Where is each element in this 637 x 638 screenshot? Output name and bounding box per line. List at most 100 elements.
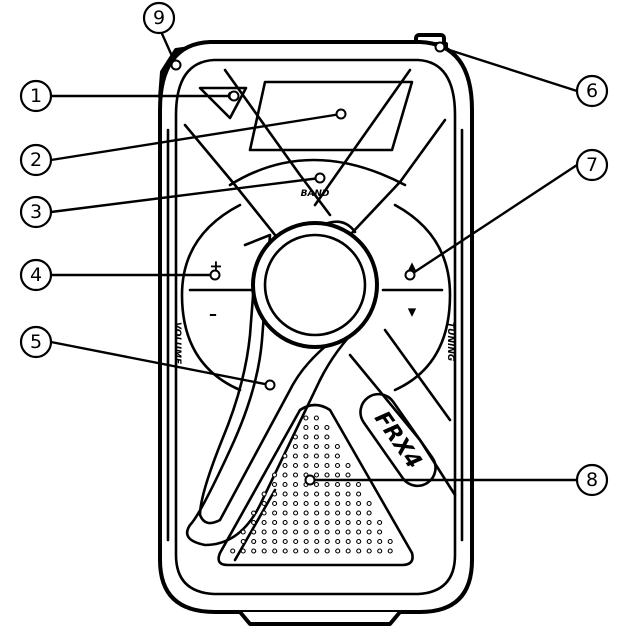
speaker-hole xyxy=(304,530,308,534)
speaker-hole xyxy=(273,492,277,496)
speaker-hole xyxy=(336,540,340,544)
speaker-hole xyxy=(294,521,298,525)
speaker-hole xyxy=(314,454,318,458)
callout-1: 1 xyxy=(21,81,51,111)
svg-text:4: 4 xyxy=(30,264,42,286)
callout-4: 4 xyxy=(21,260,51,290)
speaker-hole xyxy=(314,426,318,430)
speaker-hole xyxy=(357,540,361,544)
speaker-hole xyxy=(325,464,329,468)
svg-text:9: 9 xyxy=(153,7,165,29)
speaker-hole xyxy=(283,530,287,534)
speaker-hole xyxy=(388,540,392,544)
speaker-hole xyxy=(304,454,308,458)
speaker-hole xyxy=(304,511,308,515)
speaker-hole xyxy=(273,483,277,487)
speaker-hole xyxy=(346,521,350,525)
speaker-hole xyxy=(273,521,277,525)
speaker-hole xyxy=(231,549,235,553)
speaker-hole xyxy=(357,511,361,515)
speaker-hole xyxy=(314,435,318,439)
svg-text:8: 8 xyxy=(586,469,598,491)
speaker-hole xyxy=(315,464,319,468)
speaker-hole xyxy=(262,530,266,534)
speaker-hole xyxy=(336,530,340,534)
svg-text:6: 6 xyxy=(586,80,598,102)
speaker-hole xyxy=(252,511,256,515)
speaker-hole xyxy=(346,492,350,496)
speaker-hole xyxy=(283,511,287,515)
speaker-hole xyxy=(367,511,371,515)
speaker-hole xyxy=(325,530,329,534)
volume-label: VOLUME xyxy=(172,322,182,365)
speaker-hole xyxy=(357,521,361,525)
speaker-hole xyxy=(315,549,319,553)
speaker-hole xyxy=(294,549,298,553)
speaker-hole xyxy=(346,511,350,515)
speaker-hole xyxy=(262,511,266,515)
speaker-hole xyxy=(283,549,287,553)
speaker-hole xyxy=(283,540,287,544)
speaker-hole xyxy=(294,464,298,468)
speaker-hole xyxy=(325,511,329,515)
speaker-hole xyxy=(335,445,339,449)
speaker-hole xyxy=(252,549,256,553)
speaker-hole xyxy=(325,445,329,449)
speaker-hole xyxy=(336,492,340,496)
speaker-hole xyxy=(252,540,256,544)
speaker-hole xyxy=(294,483,298,487)
svg-text:3: 3 xyxy=(30,201,42,223)
callout-2: 2 xyxy=(21,145,51,175)
speaker-hole xyxy=(252,530,256,534)
crank-hub-outer[interactable] xyxy=(253,223,377,347)
speaker-hole xyxy=(304,521,308,525)
speaker-hole xyxy=(378,540,382,544)
speaker-hole xyxy=(304,549,308,553)
speaker-hole xyxy=(294,502,298,506)
speaker-hole xyxy=(294,511,298,515)
speaker-hole xyxy=(262,492,266,496)
speaker-hole xyxy=(378,530,382,534)
speaker-hole xyxy=(315,540,319,544)
speaker-hole xyxy=(314,416,318,420)
speaker-hole xyxy=(315,473,319,477)
speaker-hole xyxy=(241,549,245,553)
speaker-hole xyxy=(378,521,382,525)
speaker-hole xyxy=(241,540,245,544)
speaker-hole xyxy=(315,521,319,525)
speaker-hole xyxy=(283,473,287,477)
speaker-hole xyxy=(273,540,277,544)
speaker-hole xyxy=(336,511,340,515)
speaker-hole xyxy=(273,511,277,515)
speaker-hole xyxy=(325,540,329,544)
volume-minus[interactable]: – xyxy=(209,305,217,324)
callout-5: 5 xyxy=(21,327,51,357)
speaker-hole xyxy=(367,549,371,553)
speaker-hole xyxy=(325,435,329,439)
speaker-hole xyxy=(367,502,371,506)
speaker-hole xyxy=(252,521,256,525)
speaker-hole xyxy=(304,464,308,468)
tuning-down[interactable]: ▼ xyxy=(408,306,417,319)
speaker-hole xyxy=(357,530,361,534)
speaker-hole xyxy=(283,492,287,496)
callout-7: 7 xyxy=(577,150,607,180)
speaker-hole xyxy=(315,483,319,487)
speaker-hole xyxy=(293,445,297,449)
svg-text:7: 7 xyxy=(586,154,598,176)
svg-text:2: 2 xyxy=(30,149,42,171)
speaker-hole xyxy=(314,445,318,449)
speaker-hole xyxy=(346,530,350,534)
speaker-hole xyxy=(294,530,298,534)
speaker-hole xyxy=(283,454,287,458)
speaker-hole xyxy=(273,530,277,534)
band-label: BAND xyxy=(301,189,330,199)
svg-text:5: 5 xyxy=(30,331,42,353)
speaker-hole xyxy=(293,454,297,458)
speaker-hole xyxy=(304,435,308,439)
svg-text:1: 1 xyxy=(30,85,42,107)
callout-9: 9 xyxy=(144,3,174,33)
speaker-hole xyxy=(357,492,361,496)
